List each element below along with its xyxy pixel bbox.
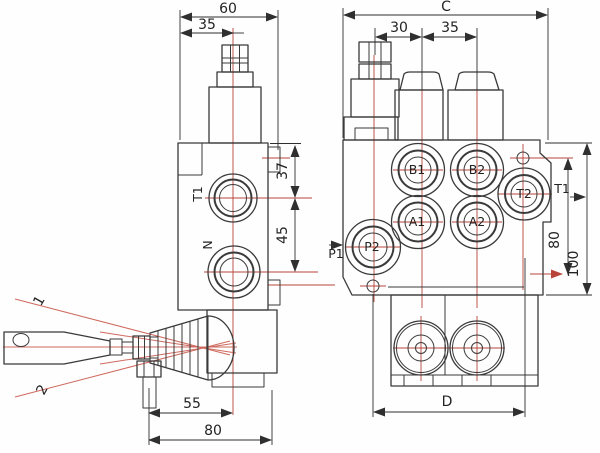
port-p2-label: P2 — [364, 239, 380, 254]
port-a1-label: A1 — [409, 214, 426, 229]
dim-80-label: 80 — [547, 231, 563, 249]
port-n — [207, 245, 261, 299]
dim-30-label: 30 — [390, 20, 408, 36]
dim-top-to-t1-label: 37 — [275, 162, 291, 180]
side-view: 60 35 37 45 55 80 T1 N 1 2 — [3, 1, 335, 445]
port-a2-label: A2 — [469, 214, 486, 229]
dim-total-width-label: 60 — [219, 1, 237, 17]
port-t2 — [497, 167, 551, 221]
port-a1 — [390, 194, 446, 250]
port-p2 — [344, 218, 402, 276]
port-t2-label: T2 — [515, 186, 532, 201]
dim-100-label: 100 — [566, 251, 582, 278]
side-dimensions: 60 35 37 45 55 80 — [148, 1, 301, 445]
pivot-bolt — [142, 376, 157, 409]
dim-35-label: 35 — [441, 20, 459, 36]
port-t1 — [208, 173, 258, 223]
lever-boot — [149, 315, 235, 381]
port-b1-label: B1 — [409, 162, 426, 177]
mounting-holes — [366, 151, 530, 293]
port-p1-label: P1 — [328, 246, 344, 261]
front-view: C 30 35 80 100 D B1 B2 A1 A2 P2 T2 P1 T1 — [328, 0, 592, 417]
port-n-label: N — [200, 240, 215, 249]
dim-t1-to-n-label: 45 — [275, 226, 291, 244]
relief-valve — [343, 41, 400, 141]
port-t1-label: T1 — [190, 186, 205, 203]
port-b2-label: B2 — [469, 162, 486, 177]
spool-caps — [394, 71, 504, 141]
port-a2 — [449, 194, 505, 250]
handle-hole — [12, 333, 30, 347]
dim-total-depth-label: 80 — [204, 423, 222, 439]
adjustment-screw — [208, 44, 262, 144]
port-b2 — [449, 142, 505, 198]
dim-lever-offset-label: 55 — [183, 396, 201, 412]
front-dimensions: C 30 35 80 100 D — [329, 0, 592, 417]
spool-end-caps — [390, 294, 539, 387]
dim-screw-offset-label: 35 — [198, 17, 216, 33]
lever-assembly — [3, 315, 235, 409]
dim-c-label: C — [441, 0, 451, 15]
port-t1-side-label: T1 — [553, 181, 570, 196]
dim-d-label: D — [442, 394, 453, 410]
port-b1 — [390, 142, 446, 198]
side-view-outline — [177, 142, 281, 388]
front-view-outline — [342, 139, 552, 296]
